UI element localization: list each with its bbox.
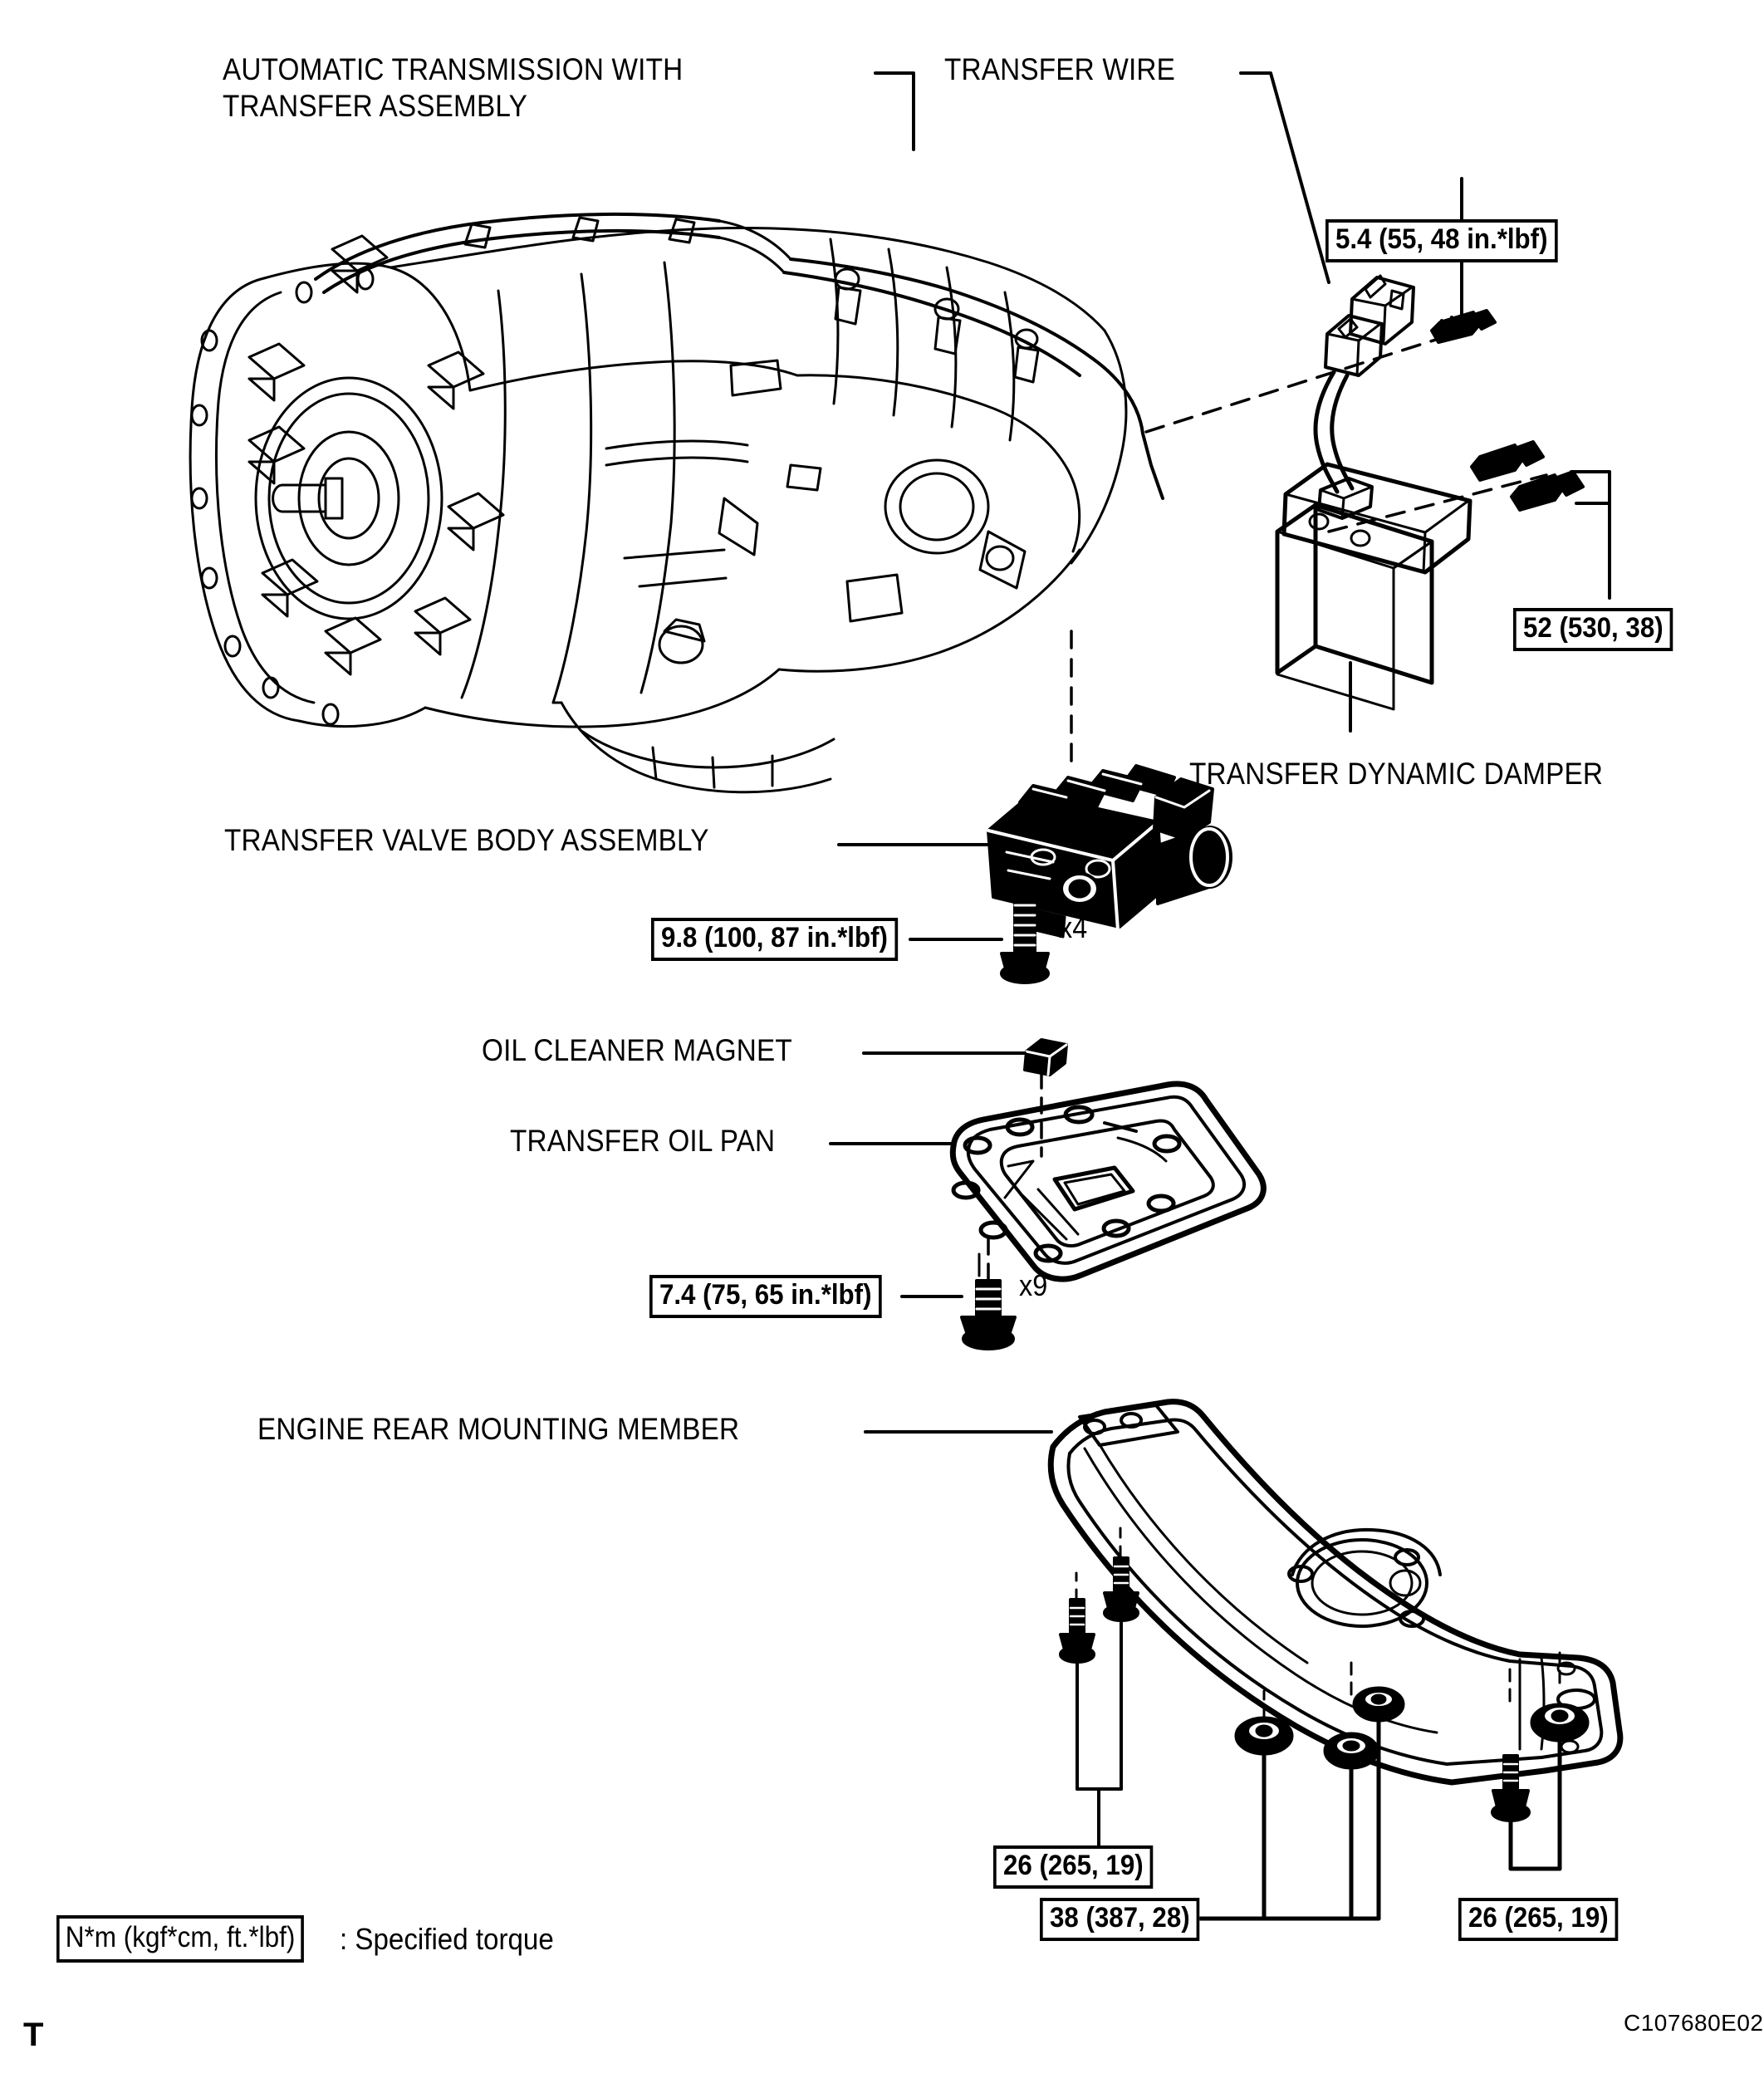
damper-bolt-upper-art [1470, 440, 1545, 482]
torque-box-mounting-member-bolt-left: 26 (265, 19) [993, 1845, 1154, 1889]
assembly-axis-damper [1327, 473, 1548, 533]
multiplier-valve-body-bolt: x4 [1059, 910, 1088, 944]
mounting-bolt-left-1-art [1059, 1571, 1095, 1791]
transfer-valve-body-art [987, 764, 1232, 939]
assembly-axis-wire [1144, 324, 1482, 434]
mounting-nut-3-art [1352, 1686, 1405, 1921]
legend-unit-box: N*m (kgf*cm, ft.*lbf) [56, 1915, 305, 1963]
callout-transfer-dynamic-damper: TRANSFER DYNAMIC DAMPER [1189, 757, 1604, 791]
leader-mounting-left-torque [1076, 1787, 1123, 1847]
transmission-assembly-art [189, 212, 1164, 794]
callout-oil-cleaner-magnet: OIL CLEANER MAGNET [482, 1033, 792, 1067]
mounting-nut-1-art [1234, 1689, 1294, 1921]
callout-line2: TRANSFER ASSEMBLY [223, 88, 527, 123]
transfer-oil-pan-art [949, 1081, 1267, 1282]
callout-transfer-oil-pan: TRANSFER OIL PAN [510, 1124, 776, 1158]
oil-pan-bolt-art [960, 1252, 1017, 1350]
mounting-nut-right-art [1530, 1651, 1590, 1851]
figure-code: C107680E02 [1624, 2010, 1764, 2036]
sheet-mark: T [23, 2017, 44, 2053]
valve-body-bolt-art [1000, 895, 1050, 984]
torque-box-oil-pan-bolt: 7.4 (75, 65 in.*lbf) [649, 1275, 882, 1318]
callout-line1: AUTOMATIC TRANSMISSION WITH [223, 52, 684, 86]
torque-box-mounting-member-nut: 38 (387, 28) [1040, 1898, 1200, 1941]
legend: N*m (kgf*cm, ft.*lbf) : Specified torque [56, 1915, 572, 1963]
mounting-nut-2-art [1323, 1659, 1379, 1921]
transfer-dynamic-damper-art [1275, 462, 1472, 711]
leader-transmission [874, 71, 915, 151]
torque-box-dynamic-damper-bolt: 52 (530, 38) [1513, 608, 1673, 651]
oil-cleaner-magnet-art [1023, 1038, 1068, 1076]
torque-box-valve-body-bolt: 9.8 (100, 87 in.*lbf) [651, 918, 898, 961]
damper-bolt-lower-art [1510, 470, 1585, 512]
transfer-wire-bolt-art [1430, 309, 1497, 344]
mounting-bolt-left-2-art [1103, 1527, 1139, 1791]
torque-box-transfer-wire-bolt: 5.4 (55, 48 in.*lbf) [1325, 219, 1558, 262]
leader-transfer-wire [1239, 71, 1330, 284]
leader-damper-torque [1570, 470, 1611, 600]
callout-engine-rear-mounting-member: ENGINE REAR MOUNTING MEMBER [257, 1412, 740, 1446]
callout-transfer-valve-body-assembly: TRANSFER VALVE BODY ASSEMBLY [224, 823, 709, 857]
multiplier-oil-pan: x9 [1019, 1268, 1048, 1302]
callout-transfer-wire: TRANSFER WIRE [944, 52, 1176, 86]
legend-description: : Specified torque [340, 1921, 555, 1956]
mounting-bolt-right-art [1491, 1668, 1562, 1871]
torque-box-mounting-member-bolt-right: 26 (265, 19) [1458, 1898, 1619, 1941]
